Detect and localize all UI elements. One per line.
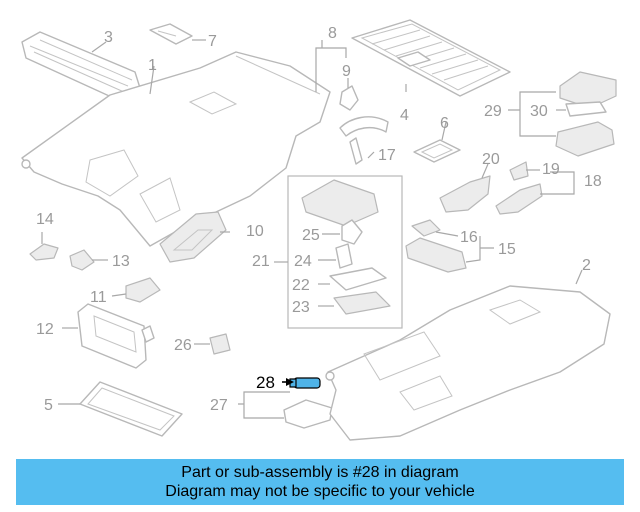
callout-2: 2 <box>582 257 591 274</box>
part-13-clip <box>69 249 95 271</box>
part-9-hook <box>339 85 359 111</box>
group-21-box <box>287 175 403 329</box>
part-19-clip <box>509 161 529 181</box>
callout-8: 8 <box>328 25 337 42</box>
callout-20: 20 <box>482 151 500 168</box>
callout-24: 24 <box>294 253 312 270</box>
callout-7: 7 <box>208 33 217 50</box>
callout-11: 11 <box>90 289 107 306</box>
parts-diagram: 3 7 1 8 9 4 6 17 29 30 20 19 18 10 21 25… <box>21 19 617 441</box>
part-4-sunroof-panel <box>351 19 511 97</box>
callout-17: 17 <box>378 147 396 164</box>
part-10-console <box>159 211 227 263</box>
part-17-grab-handle <box>339 116 389 165</box>
part-18-clip <box>495 183 543 215</box>
callout-21: 21 <box>252 253 270 270</box>
callout-23: 23 <box>292 299 310 316</box>
callout-18: 18 <box>584 173 602 190</box>
leader-lines <box>41 39 583 419</box>
part-14-clip <box>29 243 59 261</box>
callout-25: 25 <box>302 227 320 244</box>
part-5-mirror <box>79 381 183 437</box>
banner-line-1: Part or sub-assembly is #28 in diagram <box>181 464 459 481</box>
callout-3: 3 <box>104 29 113 46</box>
callout-19: 19 <box>542 161 560 178</box>
part-12-sun-visor <box>77 303 155 369</box>
callout-26: 26 <box>174 337 192 354</box>
callout-28-highlighted: 28 <box>256 373 275 392</box>
part-2-headliner <box>325 285 611 441</box>
callout-5: 5 <box>44 397 53 414</box>
callout-numbers: 3 7 1 8 9 4 6 17 29 30 20 19 18 10 21 25… <box>36 25 602 414</box>
banner-line-2: Diagram may not be specific to your vehi… <box>165 483 475 500</box>
part-7-lens <box>149 23 193 45</box>
callout-30: 30 <box>530 103 548 120</box>
callout-13: 13 <box>112 253 130 270</box>
callout-16: 16 <box>460 229 478 246</box>
callout-29: 29 <box>484 103 502 120</box>
callout-1: 1 <box>148 57 157 74</box>
callout-27: 27 <box>210 397 228 414</box>
part-16-lamp <box>411 219 441 237</box>
part-20-bracket <box>439 175 491 213</box>
callout-12: 12 <box>36 321 54 338</box>
callout-22: 22 <box>292 277 310 294</box>
part-28-highlighted <box>289 377 321 389</box>
callout-10: 10 <box>246 223 264 240</box>
callout-4: 4 <box>400 107 409 124</box>
part-26-knob <box>209 333 231 355</box>
callout-6: 6 <box>440 115 449 132</box>
callout-14: 14 <box>36 211 54 228</box>
part-1-headliner <box>21 51 331 247</box>
part-6-lamp-ring <box>413 139 461 163</box>
part-3-sunroof-shade <box>21 31 141 101</box>
info-banner: Part or sub-assembly is #28 in diagram D… <box>16 459 624 505</box>
callout-15: 15 <box>498 241 516 258</box>
callout-9: 9 <box>342 63 351 80</box>
part-27-clip <box>283 399 333 429</box>
part-29-30-lamp <box>555 71 617 157</box>
arrowhead-28 <box>286 378 294 386</box>
part-15-console <box>405 237 467 273</box>
part-11-bracket <box>125 277 161 303</box>
